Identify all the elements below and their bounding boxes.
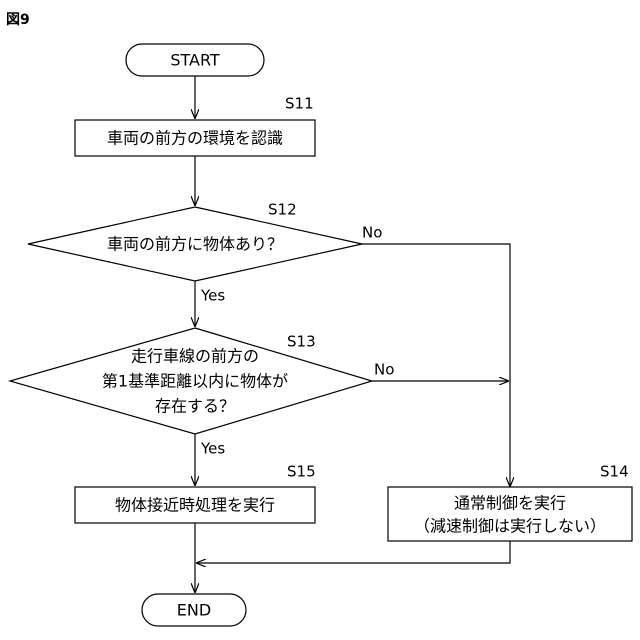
step-id-s11: S11 bbox=[285, 95, 314, 113]
process-text-s14-line1: 通常制御を実行 bbox=[454, 494, 566, 513]
branch-label-s12-yes: Yes bbox=[200, 287, 225, 305]
decision-text-s13-line3: 存在する？ bbox=[155, 397, 235, 416]
end-label: END bbox=[177, 601, 211, 620]
step-id-s14: S14 bbox=[600, 463, 629, 481]
branch-label-s12-no: No bbox=[362, 224, 382, 242]
decision-text-s13-line1: 走行車線の前方の bbox=[131, 347, 259, 366]
step-id-s13: S13 bbox=[287, 333, 316, 351]
branch-label-s13-yes: Yes bbox=[200, 440, 225, 458]
process-text-s15: 物体接近時処理を実行 bbox=[115, 496, 275, 515]
step-id-s15: S15 bbox=[287, 463, 316, 481]
decision-text-s12: 車両の前方に物体あり？ bbox=[107, 235, 283, 254]
start-label: START bbox=[170, 51, 220, 70]
step-id-s12: S12 bbox=[268, 201, 297, 219]
figure-label: 図9 bbox=[6, 12, 30, 28]
branch-label-s13-no: No bbox=[374, 361, 394, 379]
process-text-s14-line2: （減速制御は実行しない） bbox=[414, 517, 606, 536]
decision-text-s13-line2: 第1基準距離以内に物体が bbox=[102, 372, 288, 391]
process-text-s11: 車両の前方の環境を認識 bbox=[107, 129, 283, 148]
connector-s14-to-merge bbox=[197, 541, 510, 563]
